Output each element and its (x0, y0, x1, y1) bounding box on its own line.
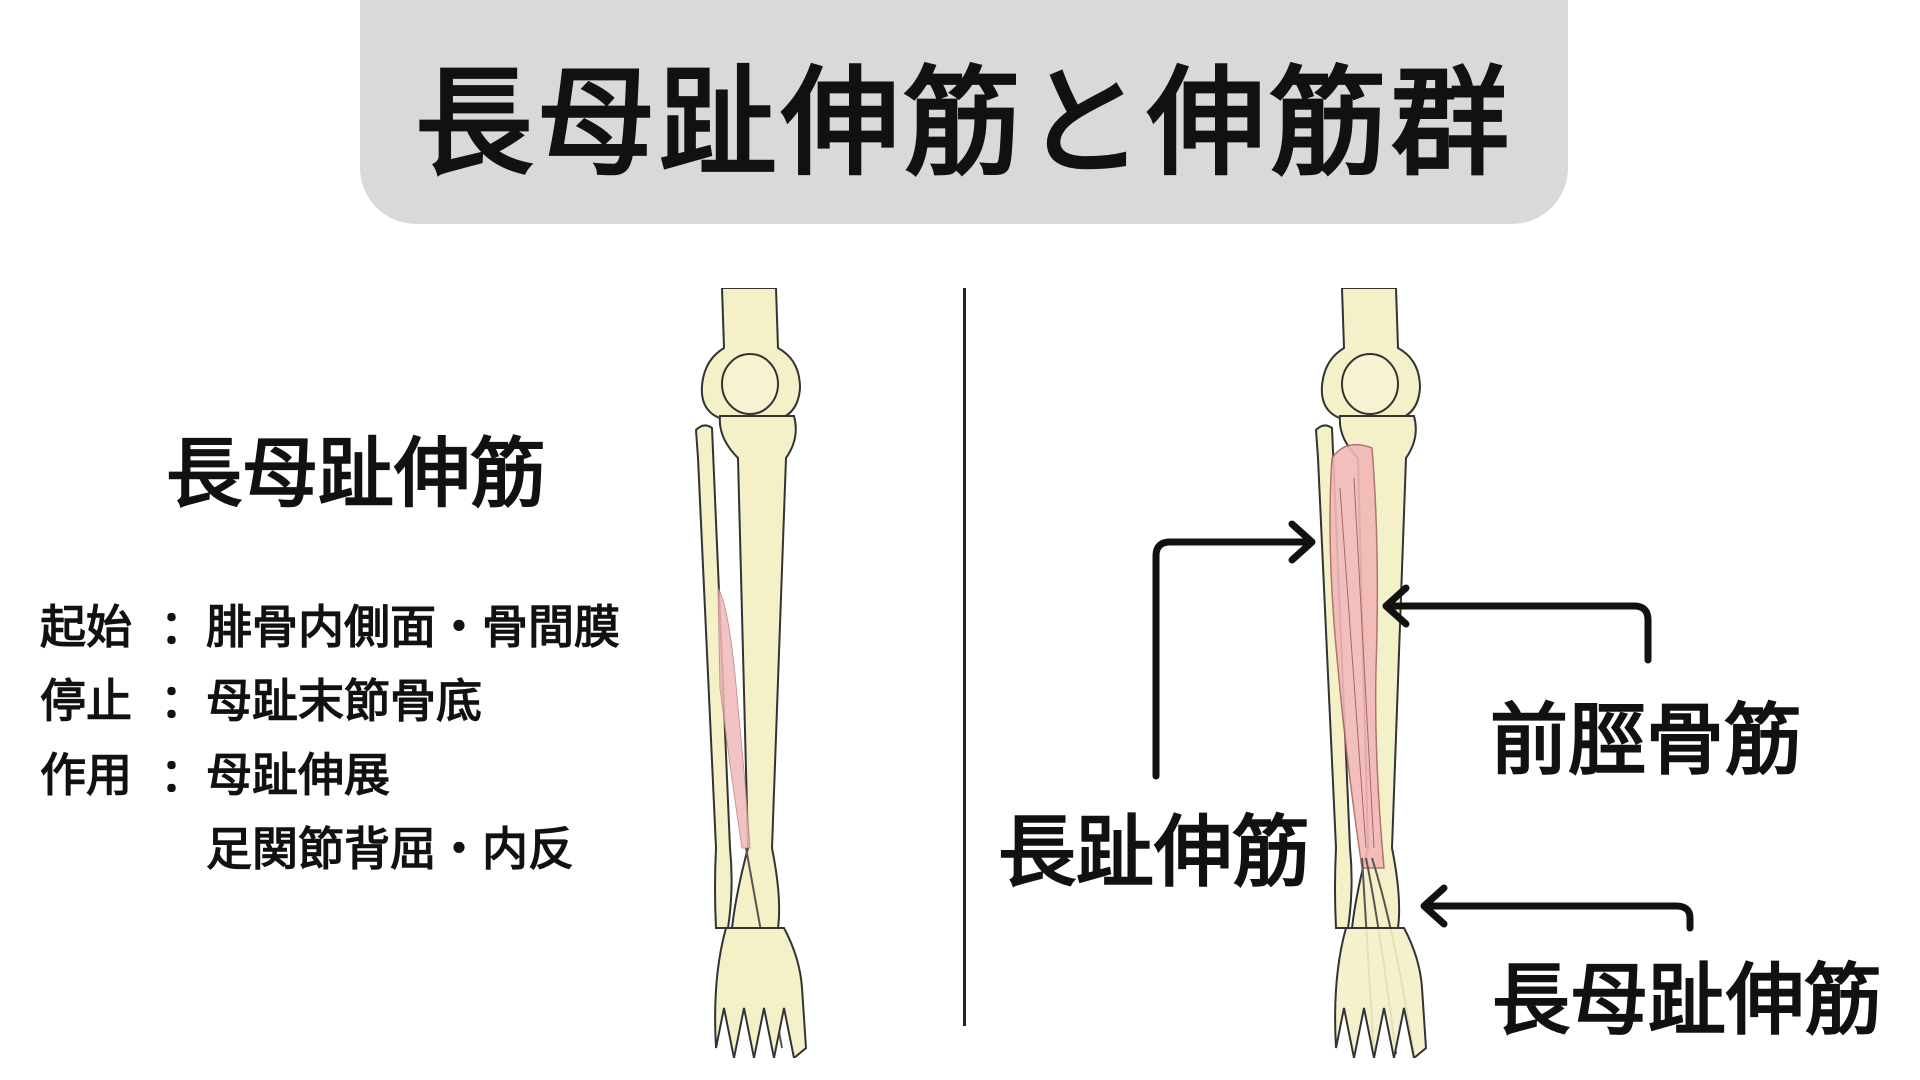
info-row-action-continued: 足関節背屈・内反 (40, 812, 620, 886)
info-separator: ： (160, 748, 206, 802)
info-row-action: 作用 ： 母趾伸展 (40, 738, 620, 812)
panel-divider (963, 288, 966, 1026)
extensor-hallucis-longus-muscle (717, 586, 751, 849)
info-value: 母趾伸展 (206, 748, 390, 802)
info-value: 腓骨内側面・骨間膜 (206, 600, 620, 654)
muscle-fiber (1353, 477, 1375, 849)
foot (714, 927, 808, 1058)
arrow-tibialis-anterior (1384, 602, 1652, 664)
info-value: 母趾末節骨底 (206, 674, 482, 728)
title-banner: 長母趾伸筋と伸筋群 (360, 0, 1568, 224)
arrowhead-extensor-hallucis-longus (1420, 884, 1448, 928)
fibula (694, 424, 733, 929)
info-row-origin: 起始 ： 腓骨内側面・骨間膜 (40, 590, 620, 664)
arrowhead-extensor-digitorum-longus (1288, 520, 1316, 564)
arrow-extensor-hallucis-longus (1422, 902, 1694, 932)
arrowhead-tibialis-anterior (1382, 584, 1410, 628)
muscle-info: 起始 ： 腓骨内側面・骨間膜 停止 ： 母趾末節骨底 作用 ： 母趾伸展 足関節… (40, 590, 620, 886)
info-separator: ： (160, 674, 206, 728)
fibula (1314, 424, 1353, 929)
info-key: 起始 (40, 600, 132, 654)
page-title: 長母趾伸筋と伸筋群 (414, 53, 1513, 192)
foot (1334, 927, 1428, 1058)
info-key: 作用 (40, 748, 132, 802)
patella (1341, 353, 1399, 415)
label-tibialis-anterior: 前脛骨筋 (1490, 696, 1803, 786)
muscle-fiber (1339, 487, 1367, 849)
leg-illustration-left (694, 288, 808, 1058)
label-extensor-digitorum-longus: 長趾伸筋 (998, 808, 1311, 898)
arrow-extensor-digitorum-longus (1152, 538, 1314, 780)
info-key: 停止 (40, 674, 132, 728)
label-extensor-hallucis-longus: 長母趾伸筋 (1492, 956, 1883, 1046)
info-separator: ： (160, 600, 206, 654)
info-value: 足関節背屈・内反 (206, 822, 574, 876)
info-row-insertion: 停止 ： 母趾末節骨底 (40, 664, 620, 738)
leg-illustration-right (1314, 288, 1428, 1058)
patella (721, 353, 779, 415)
muscle-name-heading: 長母趾伸筋 (166, 429, 546, 518)
extensor-muscle-group (1329, 443, 1385, 869)
